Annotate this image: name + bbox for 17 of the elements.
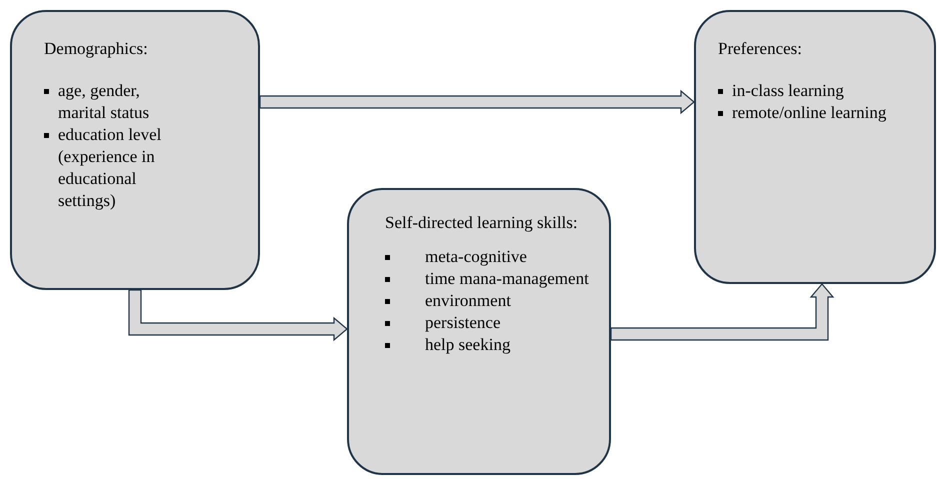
rounded-box [10,10,260,290]
bullet-item: meta-cognitive [425,247,527,266]
block-arrow [128,289,348,342]
rounded-box [347,188,611,475]
box-heading: Demographics: [44,38,149,60]
bullet-item: help seeking [425,335,510,354]
box-heading: Self-directed learning skills: [385,212,579,234]
rounded-box [694,10,936,284]
block-arrow [610,283,834,341]
bullet-item: environment [425,291,511,310]
bullet-item: remote/online learning [732,103,886,122]
bullet-item: education level (experience in educational settings) [58,125,162,210]
box-heading: Preferences: [718,38,804,60]
bullet-item: in-class learning [732,81,844,100]
bullet-item: persistence [425,313,501,332]
block-arrow [259,90,695,114]
bullet-item: time mana-management [425,269,589,288]
